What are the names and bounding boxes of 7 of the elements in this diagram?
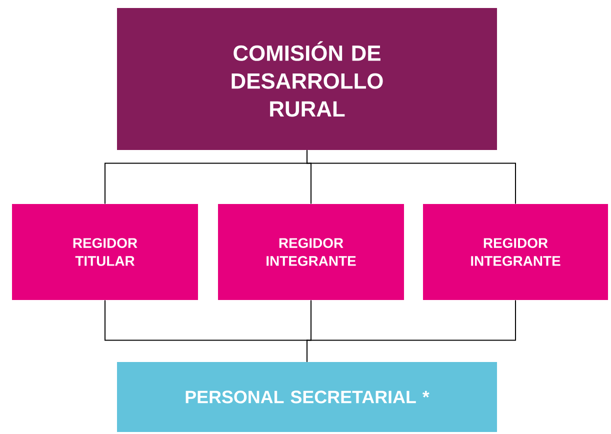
connector-line (306, 150, 516, 204)
role-box: REGIDOR TITULAR (12, 204, 198, 300)
staff-box: PERSONAL SECRETARIAL * (117, 362, 497, 432)
connector-line (306, 300, 516, 362)
role-box: REGIDOR INTEGRANTE (423, 204, 608, 300)
role-box: REGIDOR INTEGRANTE (218, 204, 404, 300)
heading-box: COMISIÓN DE DESARROLLO RURAL (117, 8, 497, 150)
